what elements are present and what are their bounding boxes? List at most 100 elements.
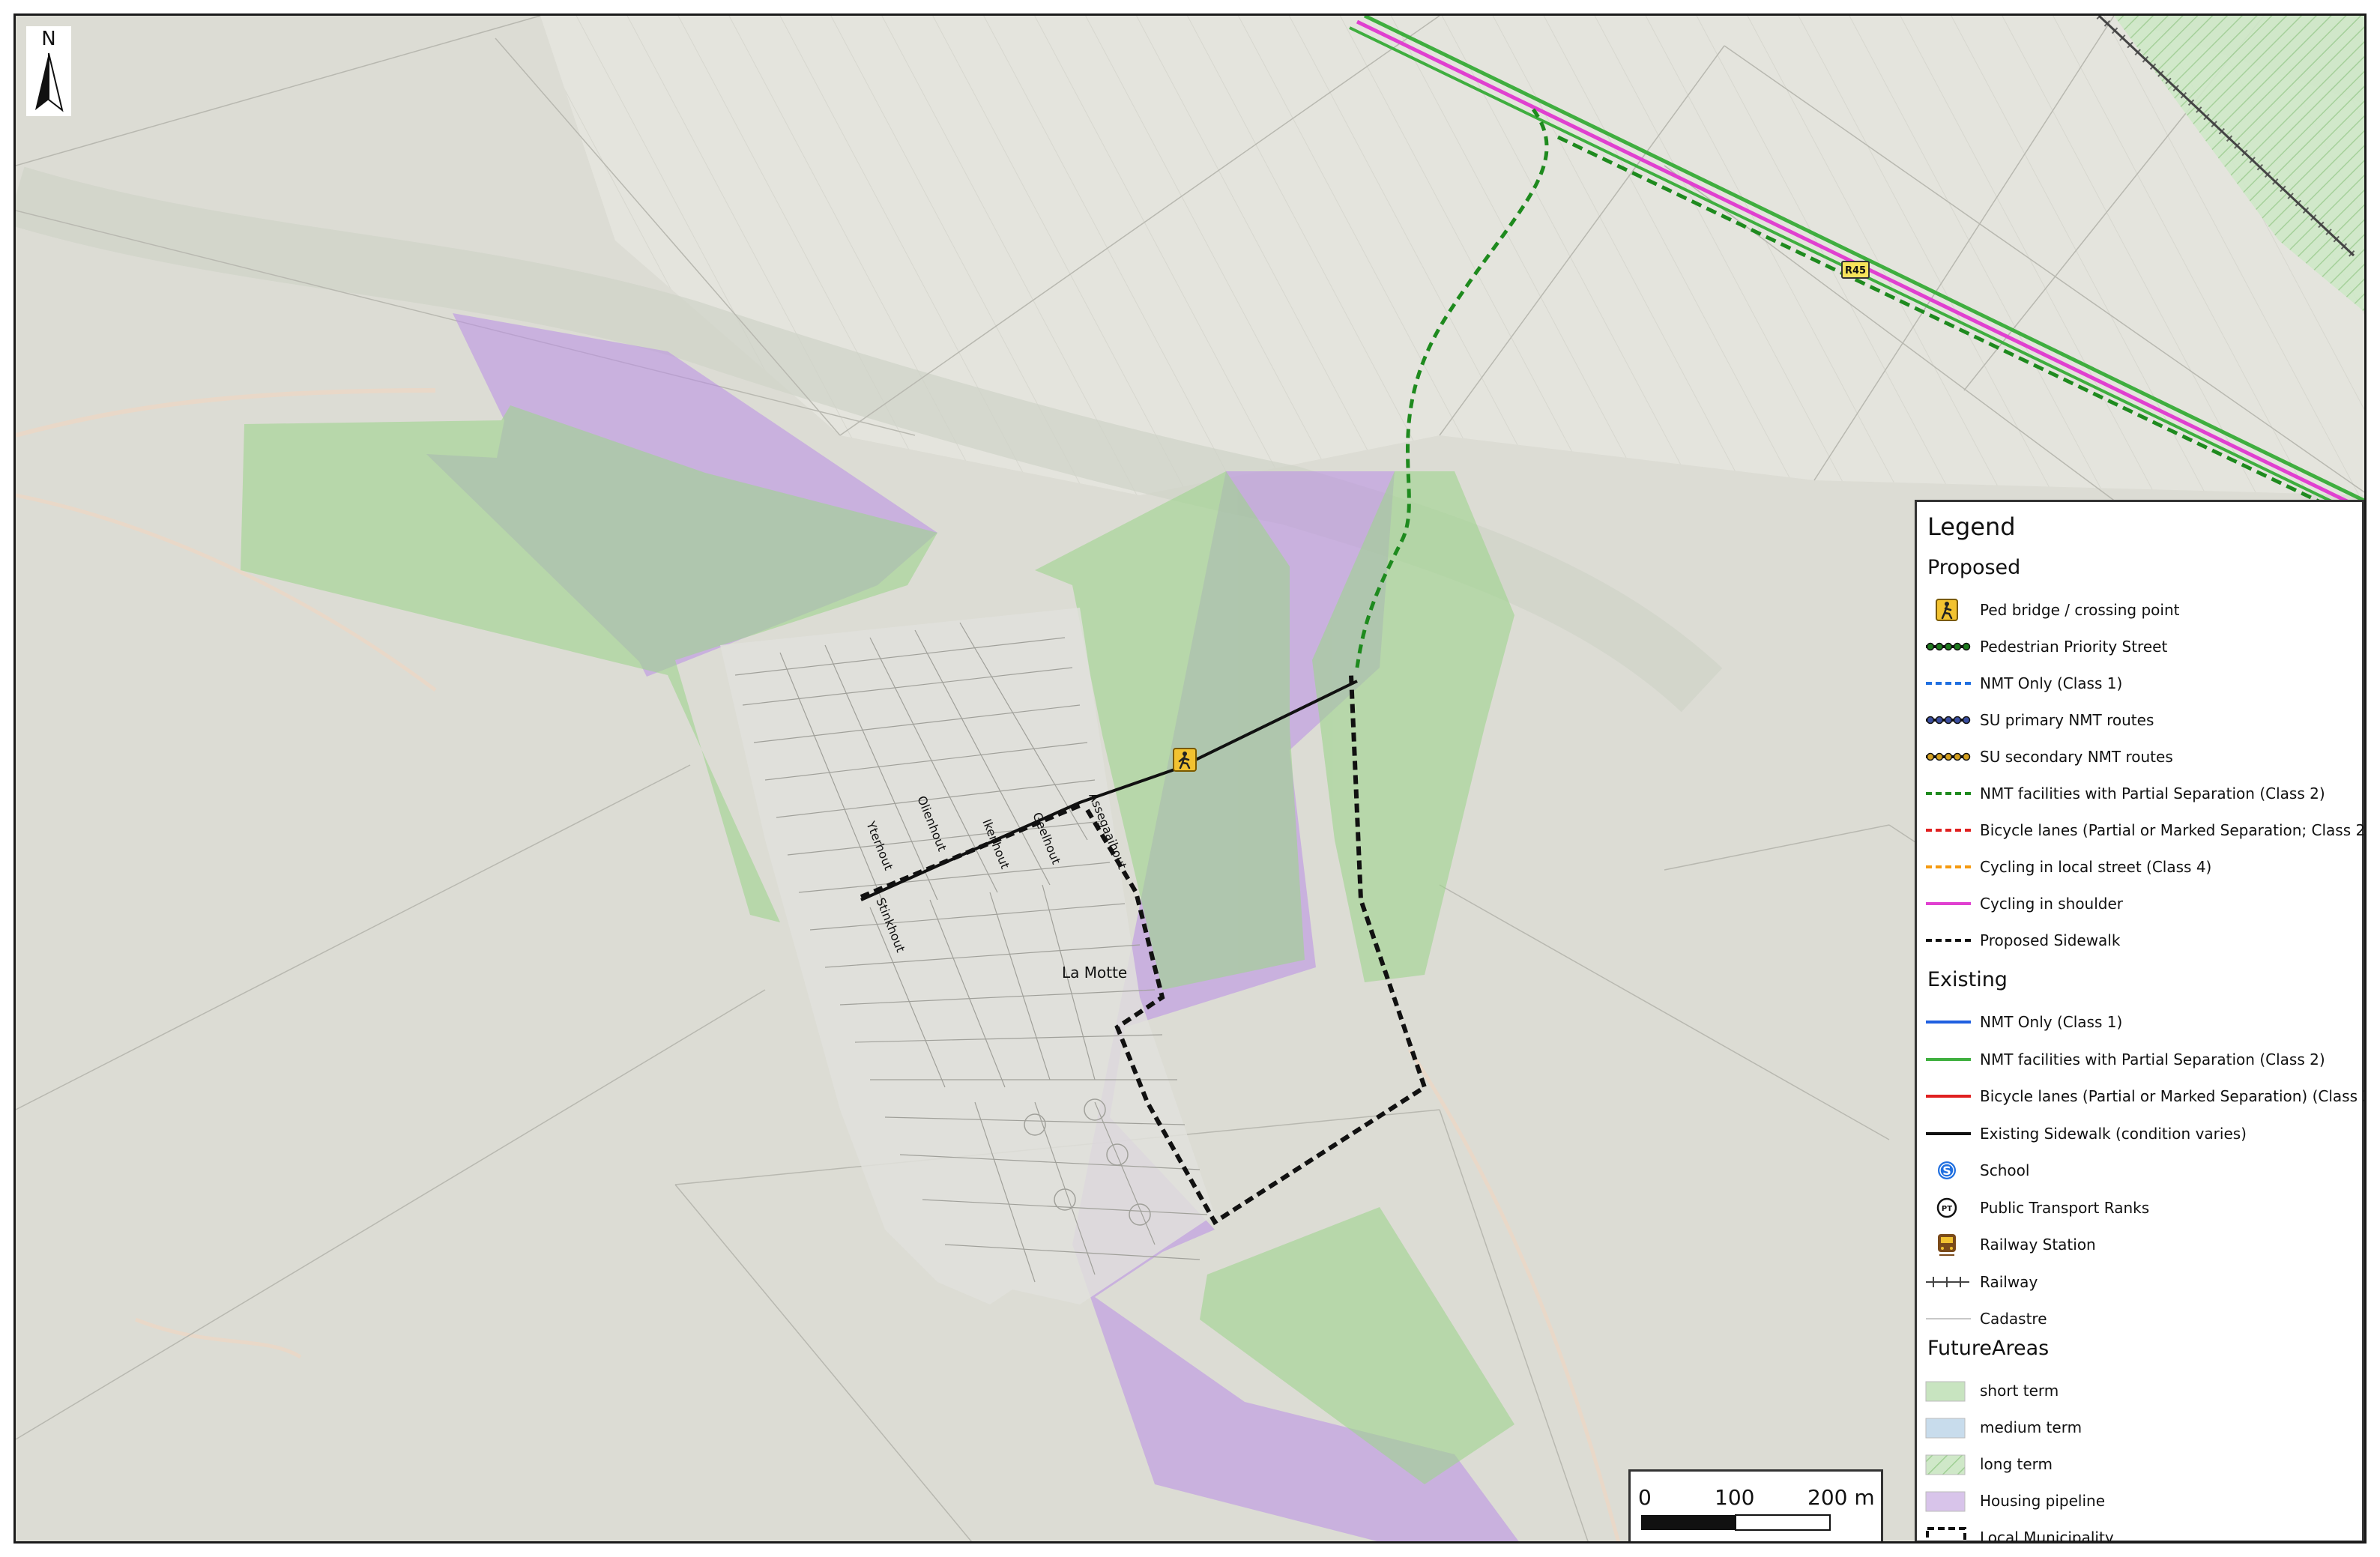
pedestrian-crossing-icon bbox=[1936, 599, 1958, 621]
fill-swatch-icon bbox=[1925, 1418, 1966, 1439]
dotted-line-icon bbox=[1926, 642, 1971, 651]
dashed-line-icon bbox=[1926, 829, 1971, 832]
north-arrow-icon bbox=[35, 52, 64, 112]
legend-item-label: Housing pipeline bbox=[1980, 1492, 2106, 1510]
legend-item-label: NMT Only (Class 1) bbox=[1980, 674, 2123, 692]
legend-item-label: SU primary NMT routes bbox=[1980, 711, 2154, 729]
legend-item-label: short term bbox=[1980, 1382, 2059, 1400]
scale-bar-graphic bbox=[1641, 1514, 1831, 1531]
legend-item: Housing pipeline bbox=[1923, 1486, 2361, 1516]
dashed-line-icon bbox=[1926, 939, 1971, 942]
legend-item-label: medium term bbox=[1980, 1418, 2082, 1436]
proposed-sidewalk bbox=[1085, 674, 1428, 1226]
legend-item-label: NMT facilities with Partial Separation (… bbox=[1980, 784, 2325, 802]
north-letter: N bbox=[41, 28, 56, 50]
dirt-track bbox=[16, 493, 437, 692]
svg-text:PT: PT bbox=[1942, 1205, 1952, 1213]
legend-item: S School bbox=[1923, 1155, 2361, 1185]
dashed-outline-icon bbox=[1926, 1527, 1966, 1541]
scale-tick-label: 0 bbox=[1638, 1485, 1652, 1510]
road-shield: R45 bbox=[1841, 261, 1870, 279]
solid-line-icon bbox=[1926, 1057, 1971, 1061]
legend-item-label: Existing Sidewalk (condition varies) bbox=[1980, 1124, 2247, 1143]
legend-item: NMT facilities with Partial Separation (… bbox=[1923, 778, 2361, 808]
solid-line-icon bbox=[1926, 1095, 1971, 1098]
legend-heading-existing: Existing bbox=[1927, 968, 2008, 991]
legend-item: Railway bbox=[1923, 1267, 2361, 1297]
railway-station-icon bbox=[1938, 1234, 1956, 1256]
scale-tick-label: 100 bbox=[1715, 1485, 1755, 1510]
proposed-sidewalk bbox=[860, 803, 1081, 899]
legend-item: Proposed Sidewalk bbox=[1923, 925, 2361, 955]
legend-item: NMT facilities with Partial Separation (… bbox=[1923, 1044, 2361, 1074]
legend-item: Local Municipality bbox=[1923, 1523, 2361, 1544]
legend: Legend Proposed Ped bridge / crossing po… bbox=[1915, 500, 2364, 1544]
public-transport-icon: PT bbox=[1936, 1197, 1957, 1218]
legend-item: Bicycle lanes (Partial or Marked Separat… bbox=[1923, 1081, 2364, 1111]
pedestrian-crossing-icon[interactable] bbox=[1173, 748, 1197, 772]
fill-swatch-icon bbox=[1925, 1381, 1966, 1402]
legend-item-label: Bicycle lanes (Partial or Marked Separat… bbox=[1980, 821, 2367, 839]
legend-item: long term bbox=[1923, 1449, 2361, 1479]
dirt-track bbox=[16, 388, 436, 438]
legend-heading-future: FutureAreas bbox=[1927, 1337, 2050, 1360]
legend-item: SU secondary NMT routes bbox=[1923, 742, 2361, 772]
solid-line-icon bbox=[1926, 1021, 1971, 1024]
short-term-areas bbox=[241, 405, 1514, 1484]
legend-item-label: NMT Only (Class 1) bbox=[1980, 1013, 2123, 1031]
legend-item-label: Proposed Sidewalk bbox=[1980, 931, 2121, 949]
solid-line-icon bbox=[1926, 902, 1971, 905]
farmland-area bbox=[540, 16, 2364, 495]
legend-heading-proposed: Proposed bbox=[1927, 556, 2021, 579]
legend-item-label: Ped bridge / crossing point bbox=[1980, 601, 2180, 619]
svg-text:S: S bbox=[1942, 1164, 1951, 1178]
map-frame[interactable]: R45 Yterhout Olienhout Ikenhout Geelhout… bbox=[13, 13, 2367, 1544]
dirt-track bbox=[135, 1317, 302, 1359]
proposed-nmt-class2-route bbox=[1355, 108, 1549, 668]
legend-item-label: NMT facilities with Partial Separation (… bbox=[1980, 1050, 2325, 1068]
legend-item-label: Railway bbox=[1980, 1272, 2038, 1291]
school-icon: S bbox=[1938, 1161, 1956, 1179]
legend-item-label: Cycling in shoulder bbox=[1980, 895, 2124, 913]
fill-swatch-icon bbox=[1925, 1491, 1966, 1512]
legend-item: Bicycle lanes (Partial or Marked Separat… bbox=[1923, 815, 2364, 845]
legend-title: Legend bbox=[1927, 513, 2016, 541]
place-label: La Motte bbox=[1062, 964, 1127, 982]
legend-item: Cycling in local street (Class 4) bbox=[1923, 852, 2361, 882]
road-label: R45 bbox=[1845, 265, 1866, 276]
legend-item-label: Local Municipality bbox=[1980, 1529, 2114, 1544]
legend-item-label: long term bbox=[1980, 1455, 2053, 1473]
north-arrow: N bbox=[26, 26, 71, 116]
scale-bar: 0 100 200 m bbox=[1628, 1469, 1883, 1541]
solid-line-icon bbox=[1926, 1131, 1971, 1135]
legend-item: medium term bbox=[1923, 1412, 2361, 1442]
legend-item: Ped bridge / crossing point bbox=[1923, 595, 2361, 625]
legend-item-label: Cadastre bbox=[1980, 1310, 2047, 1328]
cadastre-line-icon bbox=[1926, 1318, 1971, 1319]
legend-item: NMT Only (Class 1) bbox=[1923, 1007, 2361, 1037]
legend-item-label: Cycling in local street (Class 4) bbox=[1980, 858, 2212, 876]
legend-item: Pedestrian Priority Street bbox=[1923, 632, 2361, 662]
la-motte-settlement bbox=[720, 608, 1215, 1304]
hatched-swatch-icon bbox=[1925, 1454, 1966, 1475]
legend-item: short term bbox=[1923, 1376, 2361, 1406]
dashed-line-icon bbox=[1926, 682, 1971, 685]
legend-item-label: School bbox=[1980, 1161, 2030, 1179]
legend-item: SU primary NMT routes bbox=[1923, 705, 2361, 735]
railway-line bbox=[2096, 16, 2357, 259]
legend-item: Cadastre bbox=[1923, 1304, 2361, 1334]
legend-item-label: SU secondary NMT routes bbox=[1980, 748, 2173, 766]
proposed-nmt-class2-route bbox=[1556, 135, 2364, 525]
dashed-line-icon bbox=[1926, 865, 1971, 868]
dotted-line-icon bbox=[1926, 752, 1971, 761]
dashed-line-icon bbox=[1926, 792, 1971, 795]
legend-item: Railway Station bbox=[1923, 1230, 2361, 1260]
legend-item: Cycling in shoulder bbox=[1923, 889, 2361, 919]
dotted-line-icon bbox=[1926, 716, 1971, 725]
legend-item-label: Railway Station bbox=[1980, 1236, 2096, 1254]
legend-item: NMT Only (Class 1) bbox=[1923, 668, 2361, 698]
legend-item: Existing Sidewalk (condition varies) bbox=[1923, 1119, 2361, 1149]
railway-icon bbox=[1926, 1276, 1969, 1287]
legend-item-label: Bicycle lanes (Partial or Marked Separat… bbox=[1980, 1087, 2367, 1105]
